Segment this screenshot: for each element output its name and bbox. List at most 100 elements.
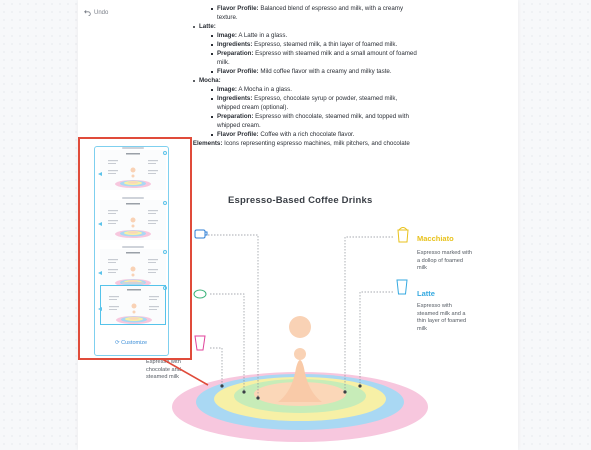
bullet-marker	[211, 115, 214, 118]
cup-icon	[194, 229, 208, 239]
doc-line: Image: A Latte in a glass.	[217, 31, 287, 40]
bullet-marker	[211, 70, 214, 73]
right-item-desc: milk	[417, 265, 427, 271]
undo-button[interactable]: Undo	[84, 9, 108, 16]
doc-line: Flavor Profile: Coffee with a rich choco…	[217, 130, 354, 139]
right-item-desc: thin layer of foamed	[417, 318, 467, 324]
template-thumbnail[interactable]	[100, 285, 166, 325]
doc-line-text: Coffee with a rich chocolate flavor.	[258, 131, 355, 138]
doc-line-text: texture.	[217, 14, 238, 21]
thumbnail-preview-icon	[108, 153, 158, 188]
doc-line-heading: Preparation:	[217, 50, 254, 57]
undo-icon	[84, 10, 91, 16]
macchiato-icon	[397, 227, 409, 243]
thumbnail-preview-icon	[108, 203, 158, 238]
doc-line-heading: Latte:	[199, 23, 216, 30]
coffee-splash	[278, 360, 322, 402]
doc-line-text: milk.	[217, 59, 230, 66]
undo-label: Undo	[94, 9, 109, 16]
doc-line-text: Espresso, chocolate syrup or powder, ste…	[252, 95, 398, 102]
doc-line: Visual Elements: Icons representing espr…	[173, 139, 410, 148]
infographic-title: Espresso-Based Coffee Drinks	[228, 195, 373, 206]
thumbnail-marker-icon	[98, 222, 102, 226]
doc-line-text: Icons representing espresso machines, mi…	[222, 140, 410, 147]
customize-label: Customize	[121, 340, 148, 346]
doc-line: Preparation: Espresso with chocolate, st…	[217, 112, 409, 121]
doc-line: Ingredients: Espresso, chocolate syrup o…	[217, 94, 397, 103]
bullet-marker	[211, 88, 214, 91]
doc-line-heading: Ingredients:	[217, 95, 253, 102]
thumbnail-divider	[122, 246, 144, 248]
right-item-desc: Espresso with	[417, 303, 452, 309]
left-item-desc: chocolate and	[146, 366, 181, 373]
thumbnail-radio-icon[interactable]	[163, 250, 167, 254]
bullet-marker	[211, 7, 214, 10]
template-thumbnail[interactable]	[100, 200, 166, 240]
doc-line: Flavor Profile: Mild coffee flavor with …	[217, 67, 392, 76]
doc-line-heading: Flavor Profile:	[217, 68, 259, 75]
bullet-marker	[211, 34, 214, 37]
customize-button[interactable]: ⟳ Customize	[115, 340, 148, 346]
pitcher-icon	[193, 289, 207, 299]
doc-line: milk.	[217, 58, 230, 67]
thumbnail-marker-icon	[98, 271, 102, 275]
mocha-glass-icon	[194, 335, 206, 351]
left-item-desc: steamed milk	[146, 374, 179, 380]
bullet-marker	[211, 43, 214, 46]
doc-line-heading: Visual Elements:	[173, 140, 223, 147]
thumbnail-marker-icon	[98, 307, 102, 311]
doc-line-heading: Flavor Profile:	[217, 131, 259, 138]
bullet-marker	[211, 52, 214, 55]
doc-line-text: Balanced blend of espresso and milk, wit…	[258, 5, 404, 12]
bullet-marker	[211, 133, 214, 136]
left-item-desc: Espresso with	[146, 359, 181, 365]
thumbnail-marker-icon	[98, 172, 102, 176]
doc-line: Flavor Profile: Balanced blend of espres…	[217, 4, 403, 13]
doc-line: Latte:	[199, 22, 216, 31]
coffee-drop-small	[294, 348, 306, 360]
thumbnail-divider	[122, 197, 144, 199]
doc-line-heading: Image:	[217, 86, 237, 93]
doc-line-text: whipped cream.	[217, 122, 261, 129]
thumbnail-radio-icon[interactable]	[163, 201, 167, 205]
latte-glass-icon	[396, 279, 408, 295]
bullet-marker	[193, 79, 196, 82]
doc-line-text: A Mocha in a glass.	[236, 86, 292, 93]
thumbnail-radio-icon[interactable]	[163, 286, 167, 290]
doc-line-heading: Mocha:	[199, 77, 221, 84]
doc-line: whipped cream.	[217, 121, 261, 130]
right-item-desc: milk	[417, 325, 427, 332]
right-item-label: Macchiato	[417, 234, 454, 243]
doc-line-text: Espresso with steamed milk and a small a…	[253, 50, 417, 57]
thumbnail-radio-icon[interactable]	[163, 151, 167, 155]
doc-line-heading: Preparation:	[217, 113, 254, 120]
doc-line: whipped cream (optional).	[217, 103, 288, 112]
right-item-desc: Espresso marked with	[417, 250, 473, 256]
doc-line-heading: Image:	[217, 32, 237, 39]
bullet-marker	[193, 25, 196, 28]
right-item-desc: a dollop of foamed	[417, 257, 464, 264]
doc-line: Image: A Mocha in a glass.	[217, 85, 292, 94]
right-item-desc: steamed milk and a	[417, 310, 466, 317]
doc-line-text: A Latte in a glass.	[236, 32, 288, 39]
doc-line-heading: Flavor Profile:	[217, 5, 259, 12]
doc-line-text: whipped cream (optional).	[217, 104, 289, 111]
thumbnail-divider	[122, 147, 144, 149]
doc-line-text: Mild coffee flavor with a creamy and mil…	[258, 68, 392, 75]
thumbnail-divider	[122, 282, 144, 284]
doc-line: Preparation: Espresso with steamed milk …	[217, 49, 417, 58]
right-item-label: Latte	[417, 289, 435, 298]
doc-line-text: Espresso, steamed milk, a thin layer of …	[252, 41, 398, 48]
doc-line: Mocha:	[199, 76, 221, 85]
template-thumbnail[interactable]	[100, 150, 166, 190]
thumbnail-preview-icon	[109, 289, 159, 324]
doc-line: Ingredients: Espresso, steamed milk, a t…	[217, 40, 397, 49]
coffee-drop-large	[289, 316, 311, 338]
doc-line: texture.	[217, 13, 238, 22]
connector-lines	[208, 234, 393, 398]
doc-line-text: Espresso with chocolate, steamed milk, a…	[253, 113, 409, 120]
doc-line-heading: Ingredients:	[217, 41, 253, 48]
bullet-marker	[211, 97, 214, 100]
